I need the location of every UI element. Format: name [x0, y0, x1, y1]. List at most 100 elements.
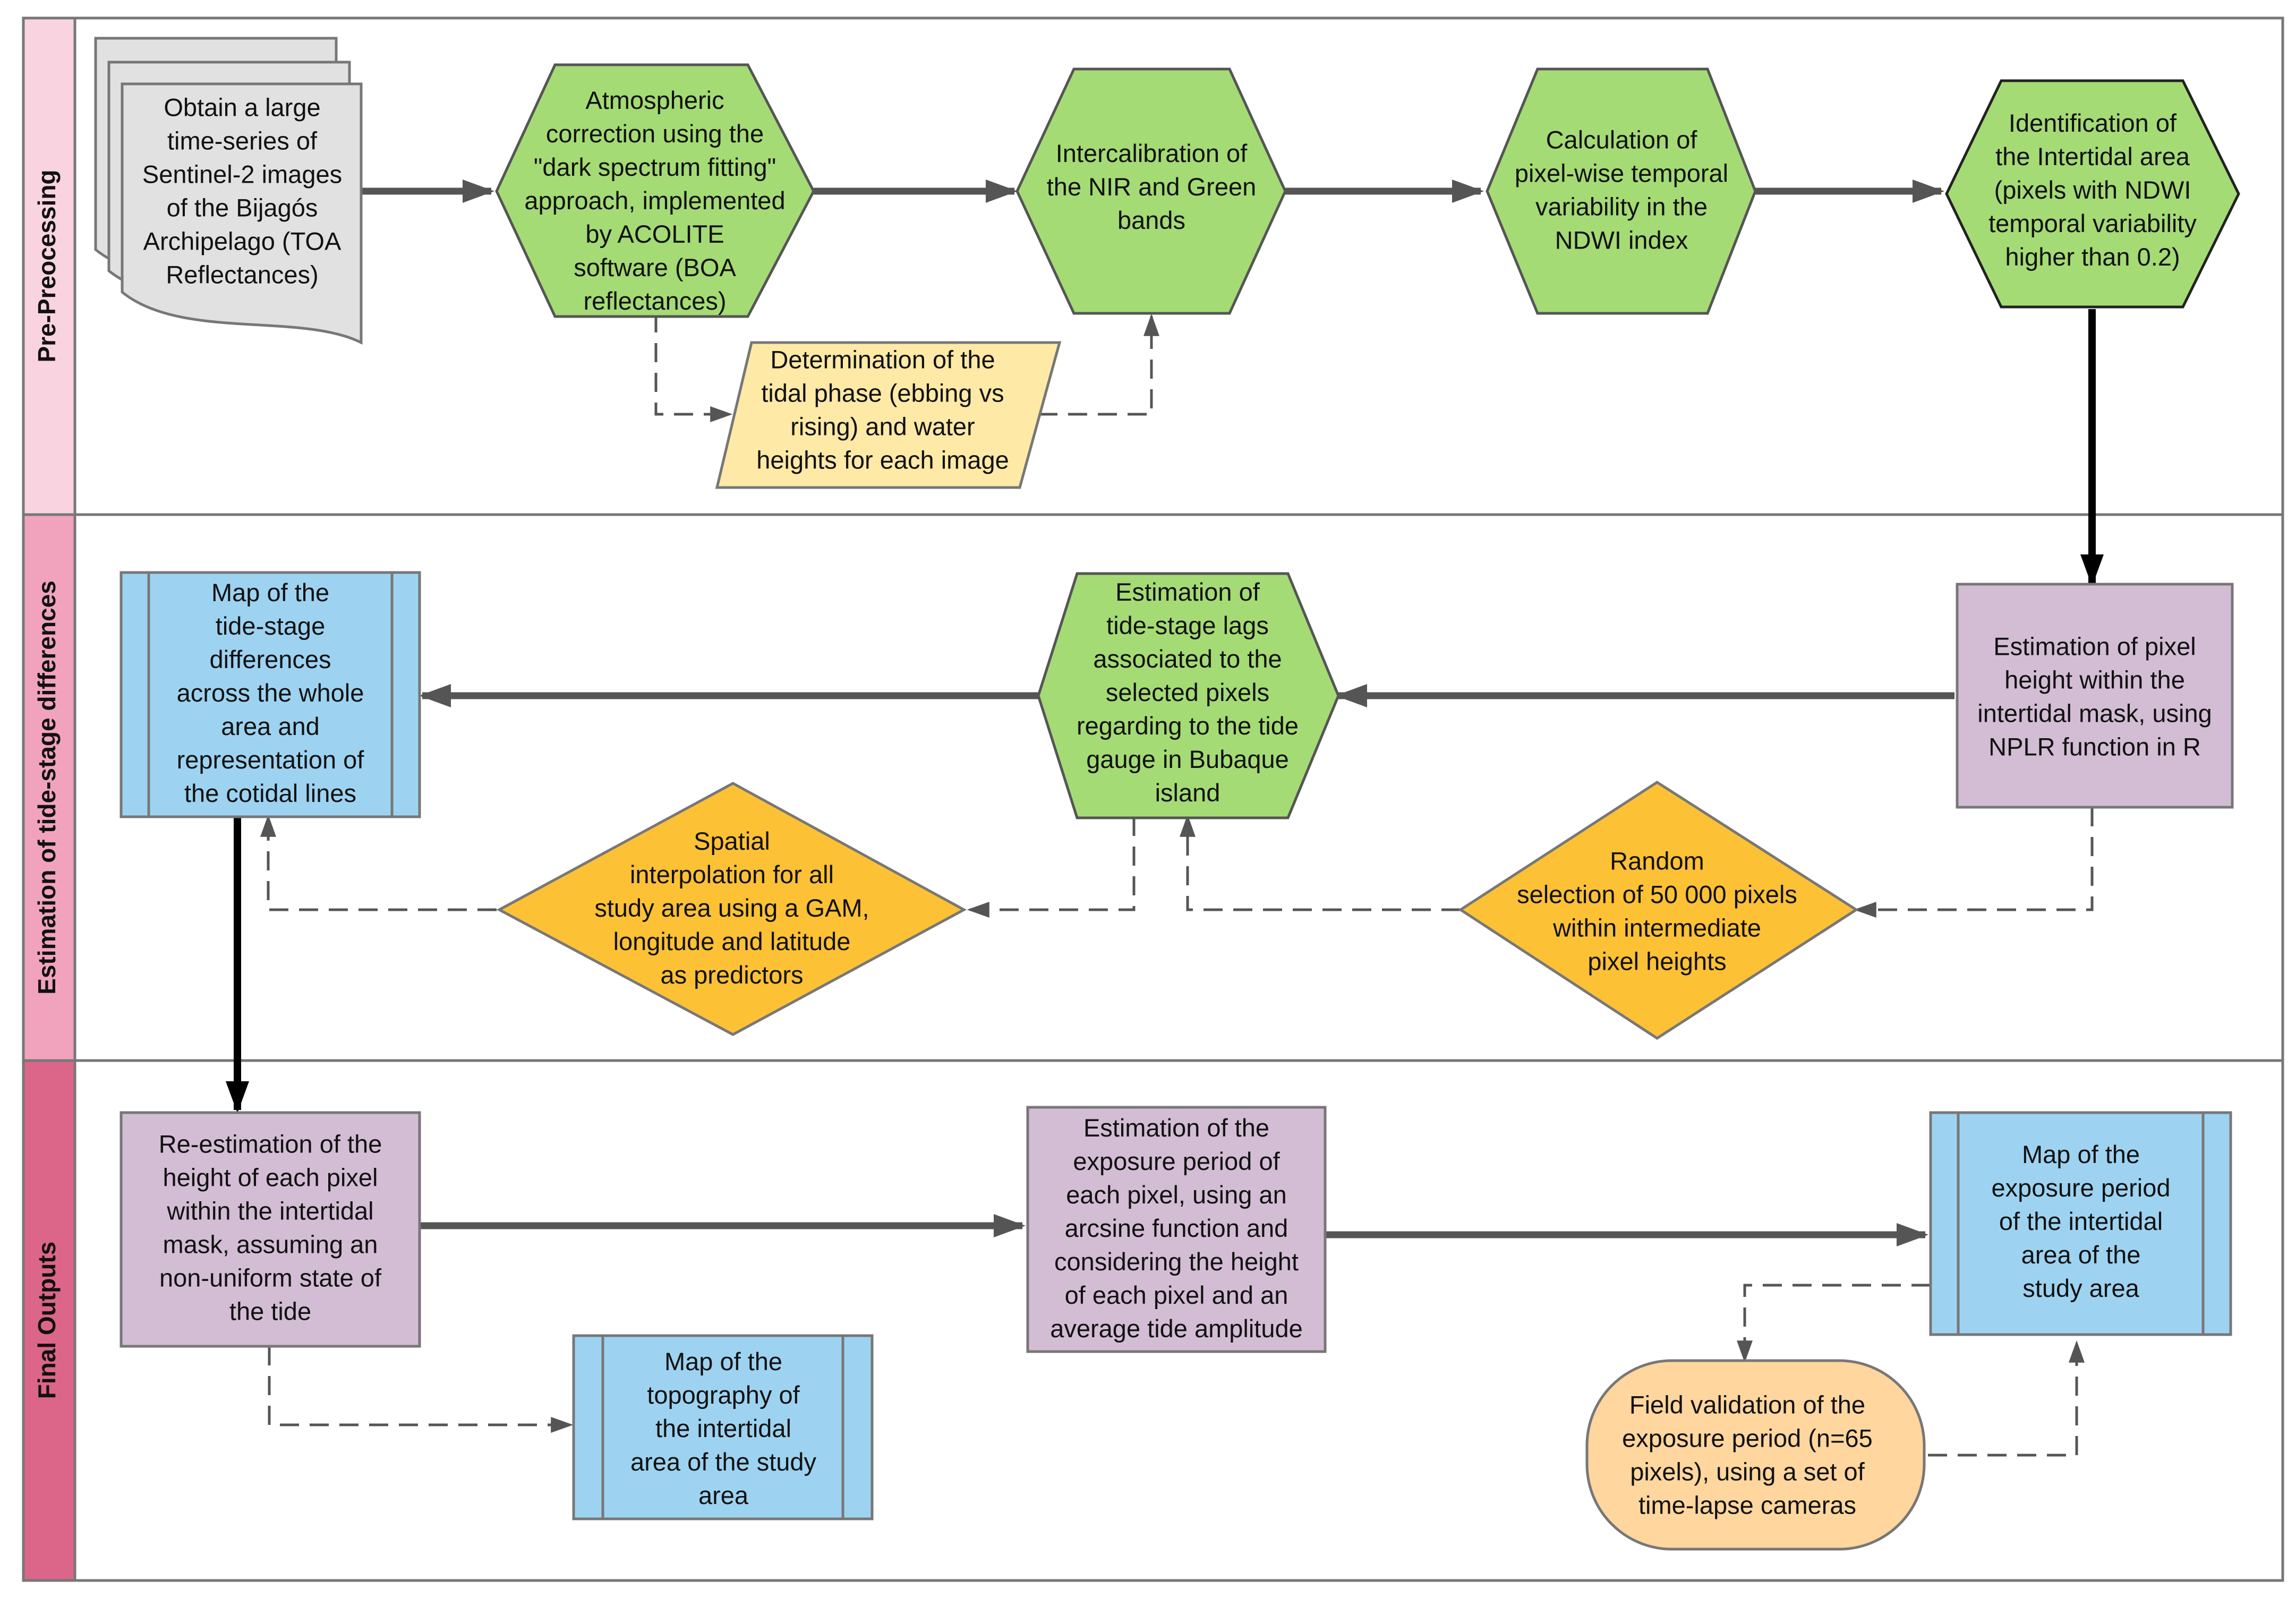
node-text-line: area and	[221, 712, 320, 740]
node-text-line: software (BOA	[574, 253, 736, 281]
nodes: Obtain a large time-series of Sentinel-2 i…	[94, 37, 2240, 1551]
node-text-line: Obtain a large	[164, 93, 320, 122]
node-text-line: Map of the	[211, 578, 329, 606]
node-text-line: Random	[1610, 847, 1704, 875]
node-text-line: tide-stage	[216, 612, 325, 640]
pixel-height-nplr-node[interactable]: Estimation of pixel height within the inte…	[1956, 583, 2234, 809]
node-text-line: mask, assuming an	[163, 1230, 378, 1259]
hexagon-shape	[1486, 67, 1757, 315]
dashed-connector	[1038, 313, 1159, 416]
node-text-line: time-series of	[167, 127, 318, 155]
node-text-line: tide-stage lags	[1106, 611, 1269, 639]
dashed-connector	[1854, 807, 2094, 918]
node-text-line: Sentinel-2 images	[142, 160, 342, 189]
node-text-line: Map of the	[2022, 1140, 2140, 1168]
dashed-connector	[1737, 1284, 1931, 1363]
node-text-line: each pixel, using an	[1066, 1181, 1286, 1209]
node-text-line: selection of 50 000 pixels	[1517, 881, 1797, 909]
node-text: Atmospheric correction using the "dark spe…	[524, 86, 785, 315]
node-text-line: Map of the	[664, 1347, 782, 1375]
node-text-line: area of the study	[630, 1448, 817, 1476]
node-text-line: Calculation of	[1546, 126, 1698, 154]
process-box	[120, 1111, 421, 1348]
node-text-line: interpolation for all	[630, 860, 834, 888]
atmospheric-correction-node[interactable]: Atmospheric correction using the "dark spe…	[495, 63, 815, 318]
node-text-line: the NIR and Green	[1047, 173, 1257, 201]
node-text-line: variability in the	[1535, 193, 1708, 221]
node-text-line: heights for each image	[756, 446, 1009, 474]
lane-header-preprocessing	[22, 16, 76, 516]
node-text-line: as predictors	[660, 961, 803, 989]
lane-title-final-outputs: Final Outputs	[33, 1242, 61, 1399]
node-text-line: representation of	[177, 746, 365, 774]
node-text-line: Archipelago (TOA	[143, 227, 342, 255]
node-text-line: longitude and latitude	[613, 927, 851, 955]
node-text: Map of the exposure period of the intertid…	[1991, 1140, 2170, 1302]
node-text-line: regarding to the tide	[1077, 712, 1299, 740]
node-text-line: study area using a GAM,	[594, 894, 869, 922]
node-text-line: height within the	[2004, 666, 2185, 694]
node-text-line: Identification of	[2009, 109, 2177, 137]
dashed-connector	[1180, 814, 1461, 911]
node-text-line: island	[1155, 779, 1220, 807]
node-text-line: gauge in Bubaque	[1086, 745, 1289, 773]
node-text-line: temporal variability	[1988, 209, 2197, 237]
node-text-line: "dark spectrum fitting"	[534, 153, 776, 181]
node-text-line: across the whole	[177, 679, 364, 707]
node-text-line: of the Bijagós	[167, 194, 318, 222]
exposure-map-node[interactable]: Map of the exposure period of the intertid…	[1929, 1111, 2232, 1336]
obtain-images-node[interactable]: Obtain a large time-series of Sentinel-2 i…	[94, 37, 363, 345]
node-text-line: Re-estimation of the	[159, 1130, 382, 1158]
node-text: Identification of the Intertidal area (pix…	[1988, 109, 2197, 271]
node-text-line: pixel heights	[1587, 947, 1726, 976]
node-text-line: pixels), using a set of	[1630, 1458, 1865, 1486]
node-text-line: the intertidal	[655, 1414, 791, 1442]
node-text-line: (pixels with NDWI	[1994, 176, 2191, 204]
node-text-line: correction using the	[546, 119, 764, 148]
dashed-connector	[1928, 1340, 2085, 1457]
node-text-line: selected pixels	[1106, 678, 1269, 706]
node-text-line: of each pixel and an	[1065, 1281, 1288, 1309]
lane-header-final-outputs	[22, 1059, 76, 1582]
node-text-line: tidal phase (ebbing vs	[761, 379, 1004, 407]
node-text-line: Atmospheric	[585, 86, 724, 114]
node-text-line: the Intertidal area	[1995, 142, 2190, 170]
node-text-line: area of the	[2021, 1241, 2141, 1269]
node-text-line: bands	[1117, 206, 1185, 234]
node-text-line: associated to the	[1093, 645, 1282, 673]
node-text-line: of the intertidal	[1999, 1207, 2163, 1235]
connectors	[226, 180, 2104, 1457]
node-text-line: average tide amplitude	[1050, 1314, 1303, 1343]
node-text-line: higher than 0.2)	[2005, 243, 2180, 271]
node-text: Obtain a large time-series of Sentinel-2 i…	[142, 93, 342, 289]
document-stack-front	[121, 82, 363, 345]
node-text-line: the tide	[229, 1297, 311, 1326]
node-text-line: time-lapse cameras	[1638, 1491, 1856, 1519]
node-text-line: Estimation of pixel	[1993, 633, 2196, 661]
intertidal-identification-node[interactable]: Identification of the Intertidal area (pix…	[1945, 79, 2240, 309]
node-text-line: exposure period	[1991, 1174, 2170, 1202]
random-selection-node[interactable]: Random selection of 50 000 pixels within i…	[1458, 781, 1859, 1040]
node-text-line: within intermediate	[1552, 914, 1761, 942]
node-text-line: area	[698, 1481, 749, 1509]
lane-title-estimation: Estimation of tide-stage differences	[33, 580, 61, 995]
node-text-line: intertidal mask, using	[1977, 699, 2212, 728]
dashed-connector	[268, 1346, 574, 1433]
